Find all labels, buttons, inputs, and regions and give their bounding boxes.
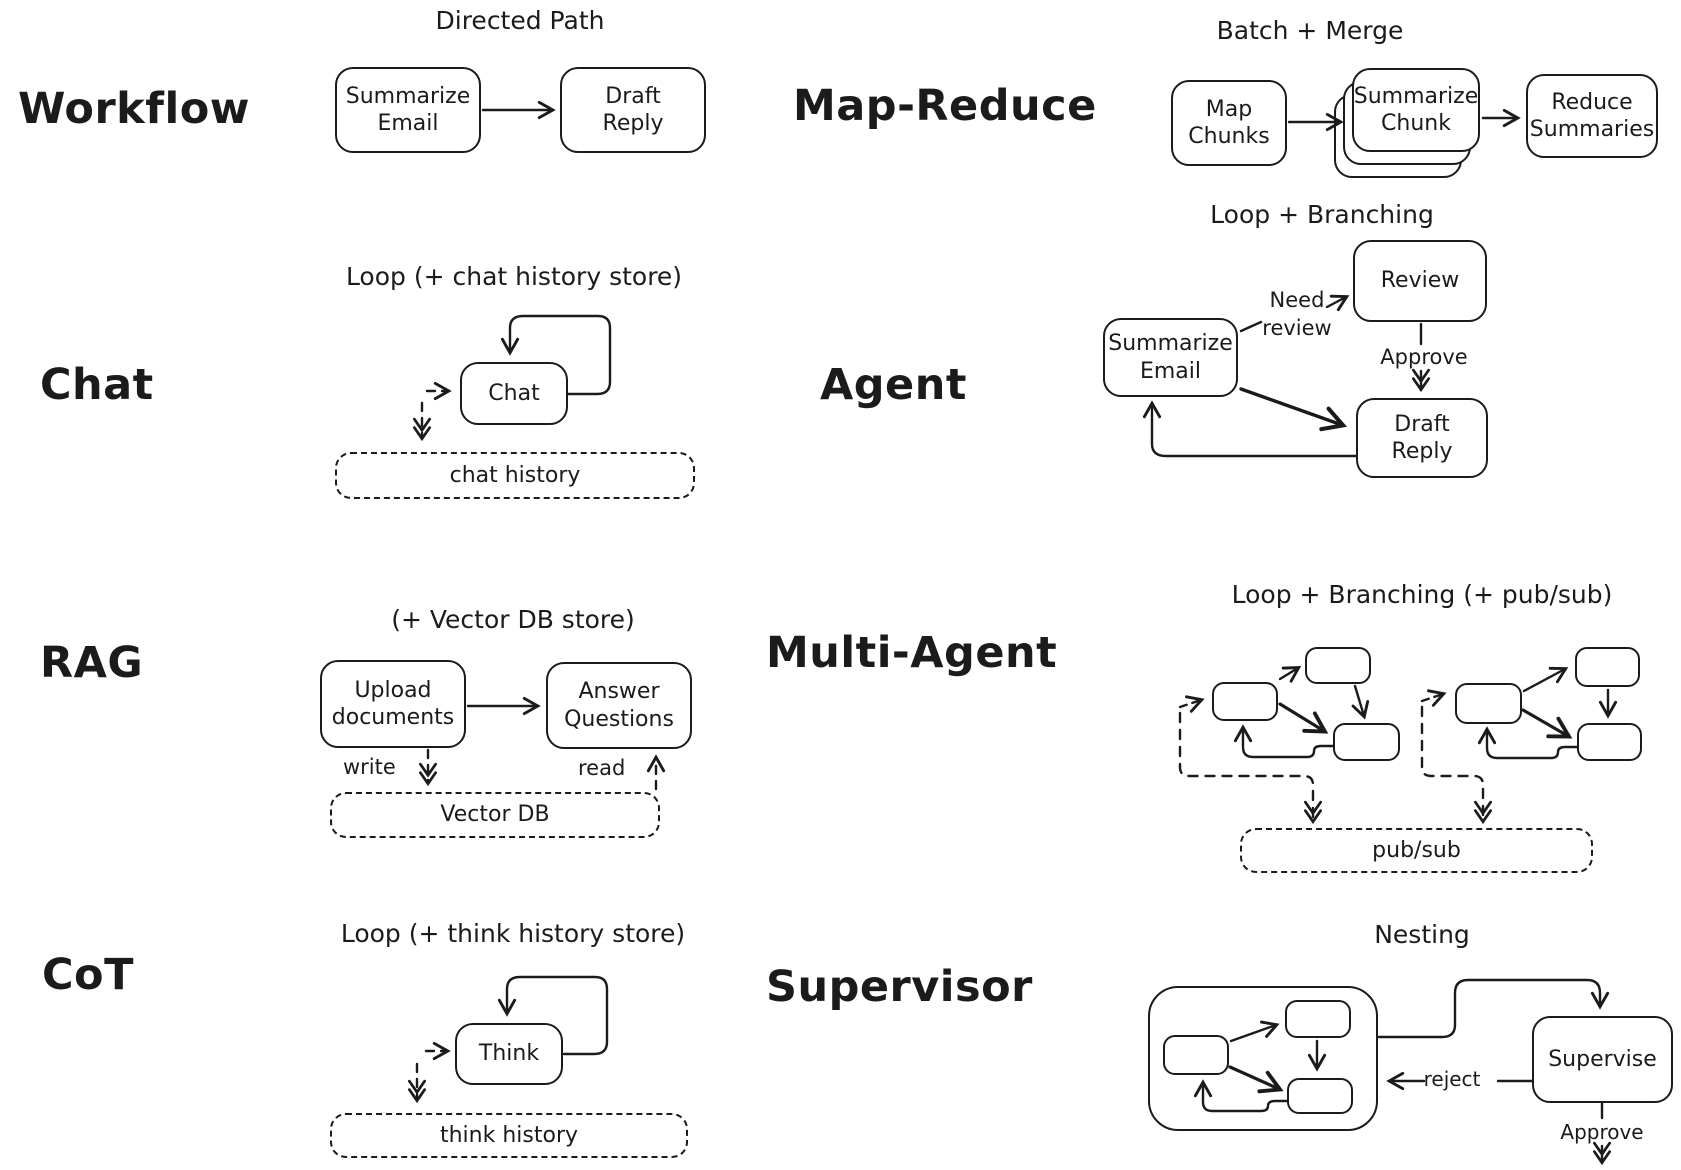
- edge-label-supervisor-approve: Approve: [1560, 1120, 1644, 1144]
- arrow-a1-a3-thick: [1278, 702, 1329, 734]
- node-draft-reply: Draft Reply: [560, 67, 706, 153]
- line-need-review: [1239, 320, 1263, 333]
- section-label-workflow: Workflow: [18, 84, 250, 134]
- node-upload-documents: Upload documents: [320, 660, 466, 748]
- arrow-a3-back-a1: [1233, 724, 1335, 759]
- node-agent-a2: [1305, 647, 1371, 684]
- section-label-rag: RAG: [40, 638, 144, 688]
- arrow-b1-b2: [1522, 666, 1569, 693]
- arrow-summarize-to-draft-thick: [1239, 387, 1348, 432]
- node-reduce-summaries: Reduce Summaries: [1526, 74, 1658, 158]
- node-agent-draft-reply: Draft Reply: [1356, 398, 1488, 478]
- section-label-chat: Chat: [40, 360, 154, 410]
- section-label-map-reduce: Map-Reduce: [793, 81, 1097, 131]
- node-agent-a3: [1333, 723, 1400, 761]
- arrow-a1-a2: [1278, 666, 1302, 683]
- edge-label-approve: Approve: [1380, 345, 1468, 369]
- node-agent-a1: [1212, 682, 1278, 721]
- edge-label-read: read: [578, 756, 626, 780]
- title-nesting: Nesting: [1374, 920, 1470, 949]
- section-label-supervisor: Supervisor: [766, 962, 1033, 1012]
- drop-a-to-pubsub: [1178, 711, 1323, 825]
- arrow-b3-back-b1: [1477, 726, 1579, 760]
- node-agent-summarize-email: Summarize Email: [1103, 318, 1238, 397]
- arrow-a2-a3: [1351, 684, 1370, 720]
- node-nested-2: [1285, 1000, 1351, 1038]
- arrow-entry-a: [1178, 695, 1205, 713]
- node-agent-b3: [1577, 723, 1642, 761]
- node-summarize-email: Summarize Email: [335, 67, 481, 153]
- title-vector-db: (+ Vector DB store): [391, 605, 635, 634]
- title-loop-branching: Loop + Branching: [1210, 200, 1434, 229]
- arrow-b1-b3-thick: [1521, 708, 1573, 739]
- store-pub-sub: pub/sub: [1240, 828, 1593, 873]
- store-think-history: think history: [330, 1113, 688, 1158]
- title-chat-loop: Loop (+ chat history store): [345, 262, 683, 291]
- arrow-entry-b: [1420, 689, 1447, 707]
- node-think: Think: [455, 1023, 563, 1085]
- node-nested-1: [1163, 1035, 1229, 1075]
- node-answer-questions: Answer Questions: [546, 662, 692, 749]
- node-supervise: Supervise: [1532, 1016, 1673, 1103]
- title-cot-loop: Loop (+ think history store): [340, 919, 686, 948]
- section-label-multi-agent: Multi-Agent: [766, 628, 1058, 678]
- node-map-chunks: Map Chunks: [1171, 80, 1287, 166]
- edge-label-need-review: Need review: [1262, 288, 1332, 341]
- section-label-cot: CoT: [42, 950, 134, 1000]
- edge-label-write: write: [343, 755, 396, 779]
- node-nested-3: [1287, 1078, 1353, 1114]
- arrow-draft-back-to-summarize: [1142, 400, 1358, 458]
- store-chat-history: chat history: [335, 452, 695, 499]
- node-chat: Chat: [460, 362, 568, 425]
- node-agent-b2: [1575, 647, 1640, 687]
- edge-label-reject: reject: [1423, 1067, 1481, 1091]
- title-batch-merge: Batch + Merge: [1216, 16, 1404, 45]
- section-label-agent: Agent: [820, 360, 967, 410]
- node-summarize-chunk: Summarize Chunk: [1352, 68, 1480, 152]
- title-directed-path: Directed Path: [435, 6, 605, 35]
- title-pub-sub: Loop + Branching (+ pub/sub): [1231, 580, 1613, 609]
- store-vector-db: Vector DB: [330, 792, 660, 838]
- node-agent-b1: [1455, 683, 1522, 724]
- node-review: Review: [1353, 240, 1487, 322]
